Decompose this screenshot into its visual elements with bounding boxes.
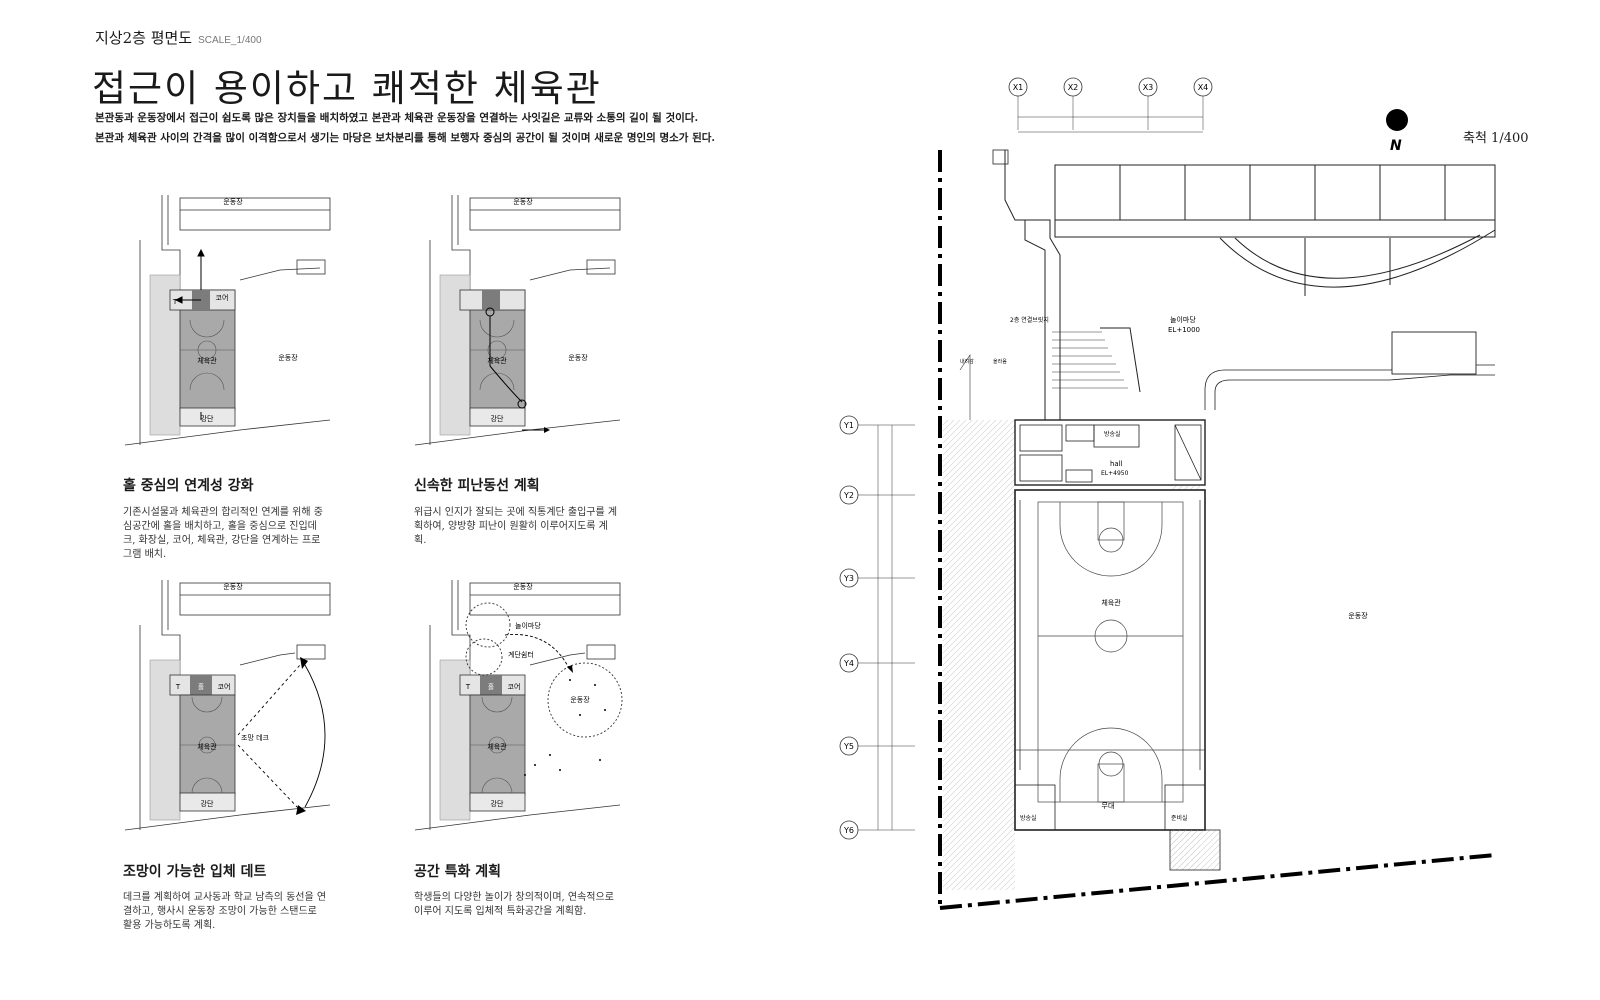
label-stage: 강단 bbox=[201, 414, 214, 423]
grid-y3: Y3 bbox=[843, 574, 854, 583]
label-play-yard: 놀이마당 bbox=[515, 621, 541, 630]
grid-x1: X1 bbox=[1013, 83, 1024, 92]
grid-y5: Y5 bbox=[843, 742, 854, 751]
concept-1-desc: 기존시설물과 체육관의 합리적인 연계를 위해 중심공간에 홀을 배치하고, 홀… bbox=[123, 507, 323, 560]
label-prep: 준비실 bbox=[1171, 814, 1188, 822]
page-title: 접근이 용이하고 쾌적한 체육관 bbox=[92, 67, 602, 110]
grid-x4: X4 bbox=[1198, 83, 1209, 92]
label-stage: 무대 bbox=[1102, 802, 1115, 810]
label-up: 올라옴 bbox=[993, 358, 1007, 365]
subtitle-scale: SCALE_1/400 bbox=[198, 35, 262, 46]
concept-diagram-evacuation: 운동장 운동장 체육관 강단 bbox=[414, 195, 621, 446]
hall-zone bbox=[1014, 419, 1206, 486]
subtitle-text: 지상2층 평면도 bbox=[95, 29, 193, 47]
concept-1-title: 홀 중심의 연계성 강화 bbox=[123, 478, 254, 494]
label-toilet-4: T bbox=[465, 683, 471, 691]
label-core: 코어 bbox=[216, 293, 229, 302]
intro-line-1: 본관동과 운동장에서 접근이 쉽도록 많은 장치들을 배치하였고 본관과 체육관… bbox=[95, 112, 699, 124]
label-top-building-3: 운동장 bbox=[223, 582, 243, 591]
concept-diagram-deck: 운동장 체육관 강단 T 홀 코어 조망 데크 bbox=[124, 580, 331, 831]
intro-line-2: 본관과 체육관 사이의 간격을 많이 이격함으로서 생기는 마당은 보차분리를 … bbox=[95, 132, 716, 144]
label-toilet: T bbox=[172, 298, 178, 306]
label-hall: hall bbox=[1110, 460, 1123, 468]
label-stage-3: 강단 bbox=[201, 799, 214, 808]
grid-x3: X3 bbox=[1143, 83, 1154, 92]
north-arrow-icon bbox=[1386, 109, 1408, 131]
label-play-yard-el: EL+1000 bbox=[1168, 326, 1200, 334]
label-hall-el: EL+4950 bbox=[1101, 470, 1129, 477]
label-hall-4: 홀 bbox=[488, 682, 495, 691]
label-stair-seat: 계단쉼터 bbox=[508, 650, 534, 659]
concept-3-desc: 데크를 계획하여 교사동과 학교 남측의 동선을 연결하고, 행사시 운동장 조… bbox=[123, 892, 327, 931]
concept-3-title: 조망이 가능한 입체 데트 bbox=[123, 864, 267, 880]
gym-hall bbox=[1014, 489, 1206, 831]
label-broadcast-top: 방송실 bbox=[1104, 430, 1121, 438]
label-view-deck: 조망 데크 bbox=[241, 733, 270, 742]
label-field: 운동장 bbox=[1348, 611, 1368, 620]
label-top-building: 운동장 bbox=[223, 197, 243, 206]
label-gym-2: 체육관 bbox=[487, 356, 507, 365]
label-broadcast: 방송실 bbox=[1020, 814, 1037, 822]
label-top-building-2: 운동장 bbox=[513, 197, 533, 206]
label-core-4: 코어 bbox=[508, 682, 521, 691]
property-line-south bbox=[939, 853, 1496, 910]
label-down: 내려감 bbox=[960, 358, 974, 365]
label-stage-2: 강단 bbox=[491, 414, 504, 423]
grid-y4: Y4 bbox=[843, 659, 854, 668]
label-bridge: 2층 연결브릿지 bbox=[1010, 316, 1049, 324]
floor-plan: X1 X2 X3 X4 Y1 Y2 Y3 Y4 Y5 Y6 bbox=[839, 77, 1496, 910]
scale-label: 축척 1/400 bbox=[1463, 131, 1529, 146]
hatched-area-west bbox=[943, 420, 1015, 890]
plan-subtitle: 지상2층 평면도 SCALE_1/400 bbox=[95, 27, 262, 48]
grid-y1: Y1 bbox=[843, 421, 854, 430]
concept-2-desc: 위급시 인지가 잘되는 곳에 직통계단 출입구를 계획하여, 양방향 피난이 원… bbox=[414, 507, 618, 546]
label-field-circle: 운동장 bbox=[570, 695, 590, 704]
concept-diagram-special: 운동장 놀이마당 계단쉼터 운동장 체육관 강단 T 홀 코어 bbox=[414, 580, 623, 831]
label-hall-3: 홀 bbox=[198, 682, 205, 691]
concept-2-title: 신속한 피난동선 계획 bbox=[414, 478, 540, 494]
concept-diagram-hall: 운동장 운동장 체육관 강단 T 코어 bbox=[124, 195, 331, 446]
grid-x2: X2 bbox=[1068, 83, 1079, 92]
grid-y6: Y6 bbox=[843, 826, 854, 835]
label-field: 운동장 bbox=[278, 353, 298, 362]
label-top-building-4: 운동장 bbox=[513, 582, 533, 591]
intro-text: 본관동과 운동장에서 접근이 쉽도록 많은 장치들을 배치하였고 본관과 체육관… bbox=[95, 108, 715, 148]
label-gym-4: 체육관 bbox=[487, 742, 507, 751]
top-building bbox=[179, 197, 331, 231]
concept-4-title: 공간 특화 계획 bbox=[414, 864, 502, 880]
north-letter: N bbox=[1390, 138, 1402, 154]
label-gym-3: 체육관 bbox=[197, 742, 217, 751]
concept-4-desc: 학생들의 다양한 놀이가 창의적이며, 연속적으로 이루어 지도록 입체적 특화… bbox=[414, 892, 614, 917]
label-core-3: 코어 bbox=[218, 682, 231, 691]
label-toilet-3: T bbox=[175, 683, 181, 691]
grid-y2: Y2 bbox=[843, 491, 854, 500]
label-gym: 체육관 bbox=[197, 356, 217, 365]
label-stage-4: 강단 bbox=[491, 799, 504, 808]
label-field-2: 운동장 bbox=[568, 353, 588, 362]
label-play-yard: 놀이마당 bbox=[1170, 315, 1196, 324]
label-gym: 체육관 bbox=[1101, 598, 1121, 607]
